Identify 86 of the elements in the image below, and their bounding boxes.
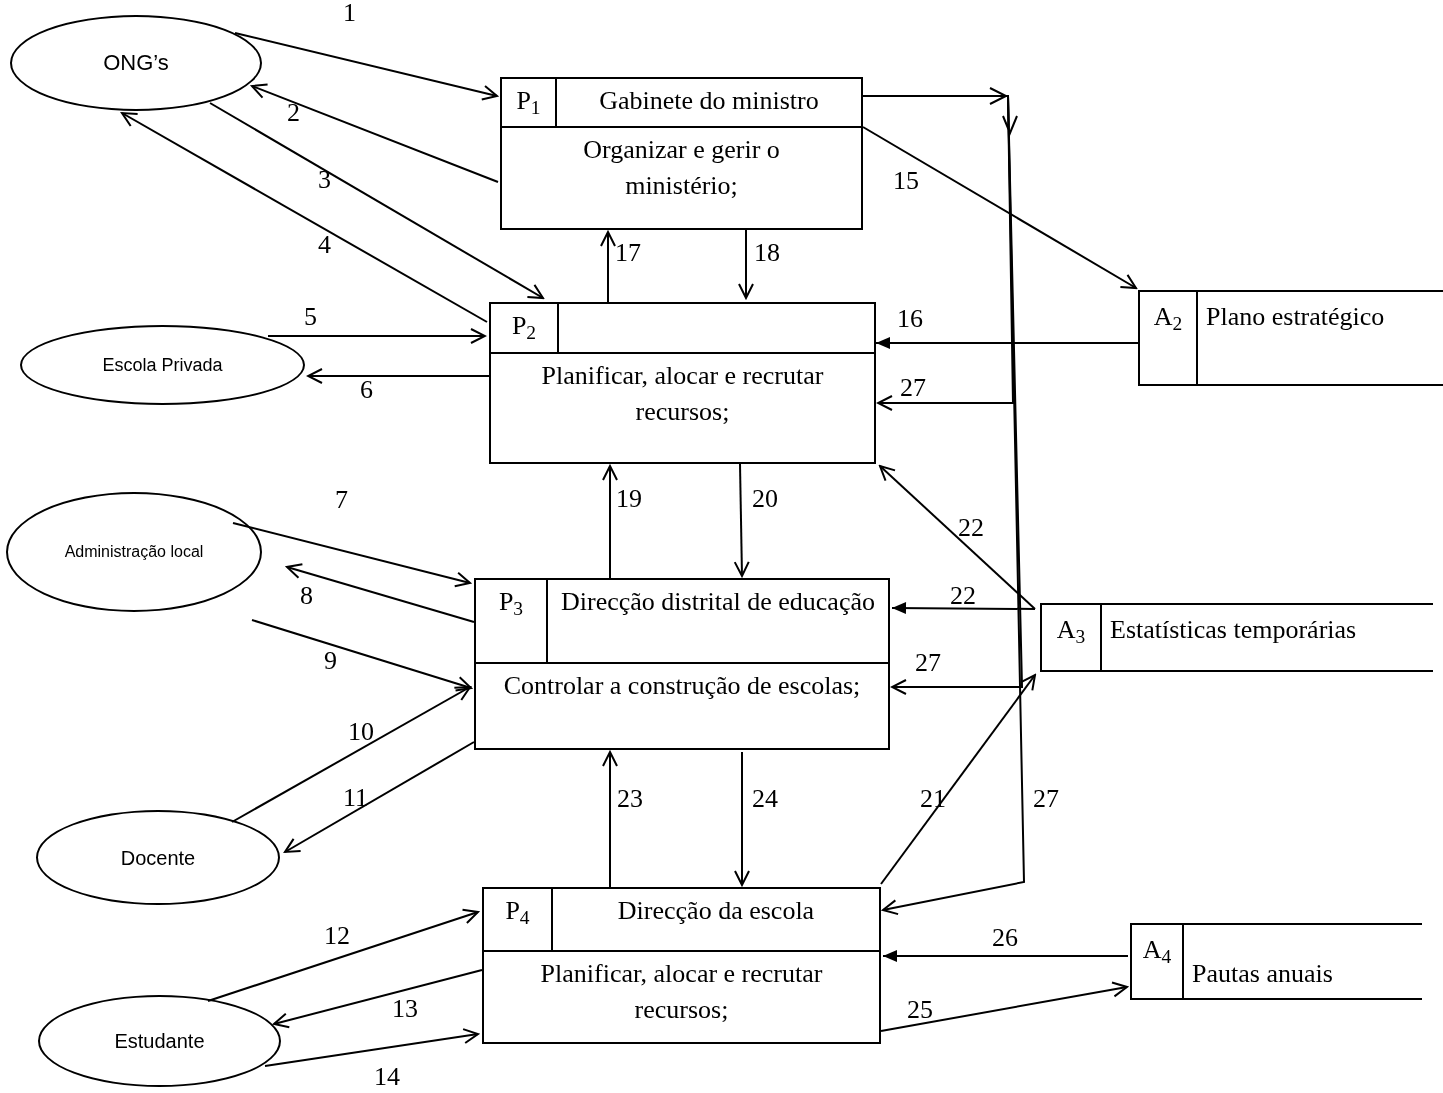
entity-label: ONG’s	[103, 49, 169, 78]
edge-label: 8	[300, 581, 313, 610]
arrow	[738, 229, 754, 299]
store-name: Plano estratégico	[1206, 302, 1385, 331]
edge-label: 27	[1033, 784, 1059, 813]
edge-label: 27	[915, 648, 941, 677]
entity-label: Estudante	[114, 1029, 205, 1054]
arrow	[207, 908, 479, 1002]
process-description: Organizar e gerir o ministério;	[582, 134, 781, 203]
entity-label: Escola Privada	[102, 353, 223, 377]
edge-label: 25	[907, 995, 933, 1024]
arrow	[286, 563, 475, 623]
edge-label: 10	[348, 717, 374, 746]
arrow	[602, 751, 618, 888]
edge-label: 27	[900, 373, 926, 402]
arrow	[264, 1028, 479, 1067]
edge-label: 6	[360, 375, 373, 404]
edge-label: 1	[343, 0, 356, 27]
store-name: Estatísticas temporárias	[1110, 615, 1357, 644]
arrow	[209, 102, 544, 299]
arrow	[267, 328, 486, 344]
edge-label: 2	[287, 98, 300, 127]
arrow	[251, 83, 499, 183]
arrow	[600, 231, 616, 303]
store-id: A$_{2}$	[1153, 301, 1183, 336]
data-store	[1138, 290, 1443, 386]
process-box	[482, 887, 881, 1044]
edge-label: 14	[374, 1062, 400, 1091]
arrow	[880, 981, 1128, 1032]
edge-label: 20	[752, 484, 778, 513]
edge-label: 5	[304, 302, 317, 331]
process-name: Direcção distrital de educação	[561, 586, 875, 618]
process-id: P$_{1}$	[516, 85, 541, 120]
edge-label: 11	[343, 783, 369, 812]
arrow	[882, 950, 1129, 962]
arrow	[121, 112, 488, 323]
store-id: A$_{3}$	[1056, 614, 1086, 649]
edge-label: 4	[318, 230, 331, 259]
edge-label: 26	[992, 923, 1018, 952]
arrow	[734, 751, 750, 886]
process-description: Planificar, alocar e recrutar recursos;	[539, 958, 824, 1027]
arrow	[862, 126, 1137, 289]
process-box	[489, 302, 876, 464]
edge-label: 19	[616, 484, 642, 513]
edge-label: 16	[897, 304, 923, 333]
arrow	[880, 674, 1036, 885]
process-description: Controlar a construção de escolas;	[503, 670, 861, 702]
arrow	[234, 32, 498, 101]
edge-label: 18	[754, 238, 780, 267]
arrow	[231, 686, 471, 823]
arrow	[307, 368, 490, 384]
process-id: P$_{3}$	[498, 586, 524, 621]
edge-label: 22	[950, 581, 976, 610]
edge-label: 13	[392, 994, 418, 1023]
arrow	[251, 619, 472, 692]
arrow	[602, 465, 618, 579]
arrow	[891, 602, 1036, 615]
data-store	[1040, 603, 1433, 672]
arrow	[284, 741, 475, 853]
process-description: Planificar, alocar e recrutar recursos;	[540, 360, 825, 429]
data-store	[1130, 923, 1422, 1000]
edge-label: 23	[617, 784, 643, 813]
arrow	[879, 465, 1036, 610]
edge-label: 24	[752, 784, 778, 813]
edge-label: 12	[324, 921, 350, 950]
edge-label: 3	[318, 165, 331, 194]
process-box	[500, 77, 863, 230]
store-name: Pautas anuais	[1192, 959, 1333, 988]
process-box	[474, 578, 890, 750]
edge-label: 7	[335, 485, 348, 514]
arrow	[232, 522, 471, 588]
edge-label: 22	[958, 513, 984, 542]
entity-label: Docente	[120, 845, 196, 871]
process-name: Direcção da escola	[617, 895, 815, 927]
arrow	[273, 969, 483, 1029]
store-id: A$_{4}$	[1142, 934, 1172, 969]
edge-label: 15	[893, 166, 919, 195]
edge-label: 9	[324, 646, 337, 675]
arrow	[875, 337, 1139, 349]
entity-label: Administração local	[64, 541, 204, 562]
process-id: P$_{4}$	[505, 895, 530, 930]
edge-label: 21	[920, 784, 946, 813]
arrow	[733, 463, 750, 577]
process-id: P$_{2}$	[511, 310, 537, 345]
edge-label: 17	[615, 238, 641, 267]
process-name: Gabinete do ministro	[599, 85, 819, 117]
